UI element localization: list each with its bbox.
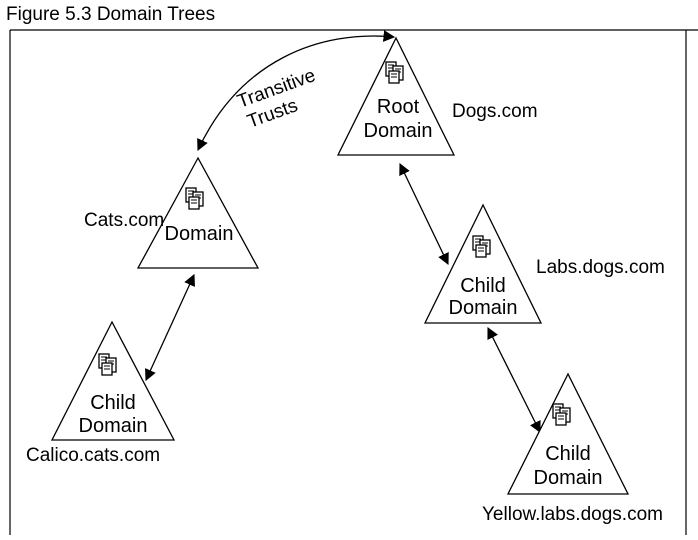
domain-type-line2: Domain: [449, 297, 518, 319]
domain-name-label: Dogs.com: [452, 101, 538, 122]
domain-triangle: [136, 156, 260, 269]
cats-calico-link: [145, 273, 195, 382]
domain-name-label: Labs.dogs.com: [536, 257, 665, 278]
domain-triangle: [506, 372, 630, 495]
domain-name-label: Yellow.labs.dogs.com: [482, 504, 663, 525]
labs-yellow-link: [487, 326, 541, 434]
domain-node-labs: Child Domain Labs.dogs.com: [423, 203, 665, 324]
domain-type-line1: Domain: [165, 223, 234, 245]
domain-type-line1: Child: [545, 443, 591, 465]
domain-node-yellow: Child Domain Yellow.labs.dogs.com: [482, 372, 663, 525]
figure-caption: Figure 5.3 Domain Trees: [6, 4, 215, 25]
domain-node-calico: Child Domain Calico.cats.com: [26, 320, 176, 466]
transitive-trust-arrow: [197, 30, 396, 152]
domain-triangle: [50, 320, 176, 441]
domain-type-line2: Domain: [534, 467, 603, 489]
domain-type-line1: Child: [460, 275, 506, 297]
domain-name-label: Calico.cats.com: [26, 445, 160, 466]
dogs-labs-link: [399, 162, 449, 266]
domain-triangle: [423, 203, 543, 324]
domain-triangle: [336, 36, 456, 156]
domain-type-line1: Root: [377, 96, 420, 118]
domain-type-line2: Domain: [79, 415, 148, 437]
domain-type-line2: Domain: [364, 120, 433, 142]
domain-name-label: Cats.com: [84, 210, 164, 231]
domain-node-dogs: Root Domain Dogs.com: [336, 36, 538, 156]
domain-type-line1: Child: [90, 392, 136, 414]
domain-node-cats: Domain Cats.com: [84, 156, 260, 269]
